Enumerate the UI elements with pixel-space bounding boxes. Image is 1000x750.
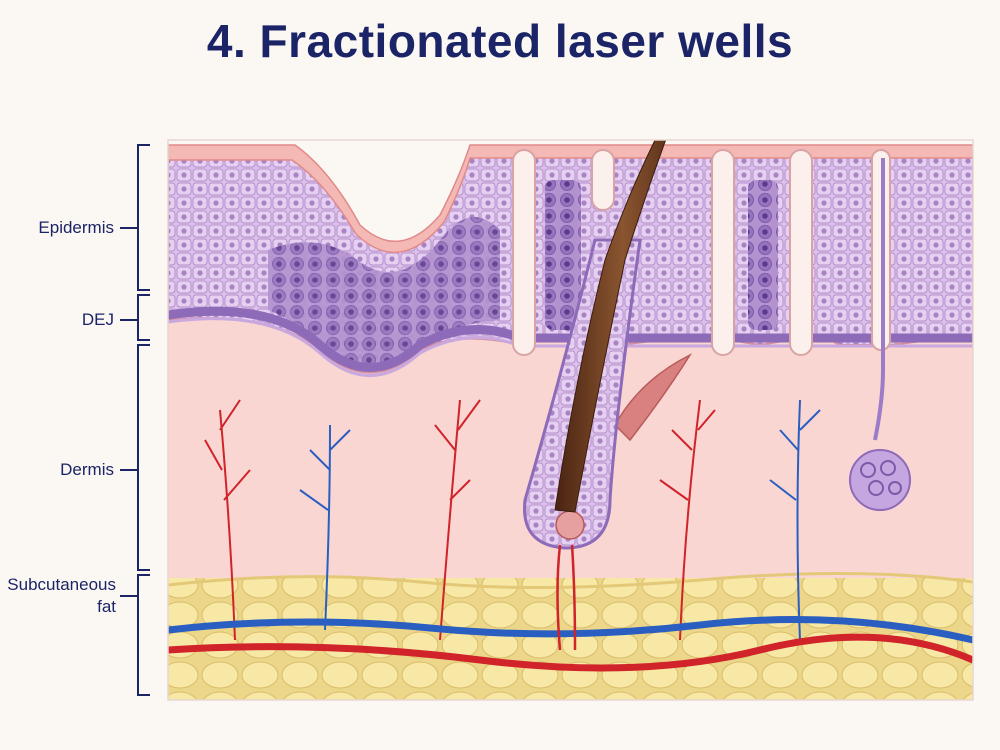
- arrector-pili-muscle: [614, 353, 693, 442]
- label-subcutaneous: Subcutaneous fat: [4, 574, 116, 618]
- vein: [168, 616, 973, 644]
- label-dej: DEJ: [81, 310, 114, 329]
- diagram-title: 4. Fractionated laser wells: [206, 15, 794, 67]
- hair-shaft: [554, 140, 667, 513]
- dej-line: [168, 306, 973, 372]
- capillaries: [204, 399, 821, 641]
- label-subcutaneous-line1: Subcutaneous: [7, 575, 116, 594]
- artery: [168, 633, 973, 672]
- layer-brackets: [120, 144, 150, 696]
- label-epidermis: Epidermis: [38, 218, 114, 237]
- sweat-gland: [849, 449, 911, 511]
- sweat-duct: [873, 158, 885, 441]
- label-dermis: Dermis: [60, 460, 114, 479]
- label-subcutaneous-line2: fat: [97, 597, 116, 616]
